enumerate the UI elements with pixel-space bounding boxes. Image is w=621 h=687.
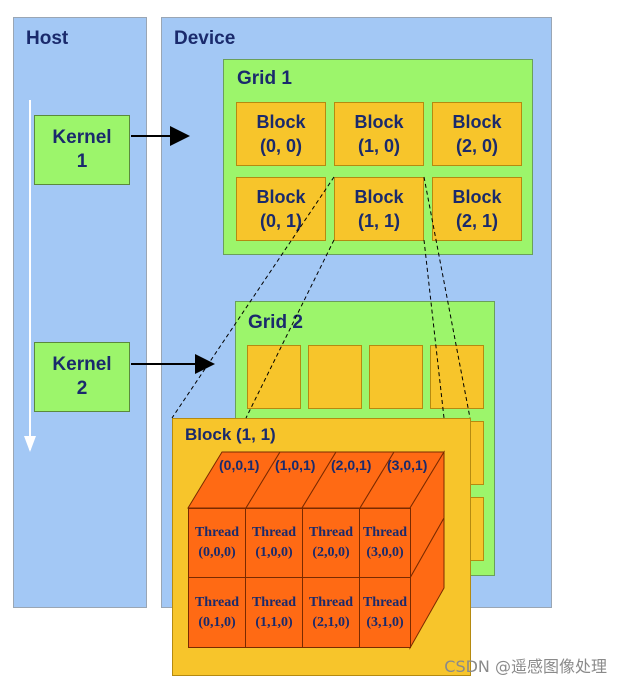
watermark: CSDN @遥感图像处理 [444,657,607,676]
kernel-1-number: 1 [76,151,88,172]
thread-top-label: (1,0,1) [275,457,316,473]
thread-index: (2,1,0) [312,614,350,630]
kernel-2-number: 2 [76,378,88,399]
grid-1-block-1-1: Block (1, 1) [334,177,424,241]
grid-1-block-1-0: Block (1, 0) [334,102,424,166]
thread-0-1-0: Thread (0,1,0) [188,577,246,648]
block-label: Block [354,187,404,207]
zoom-line [423,176,471,419]
block-label: Block [256,187,306,207]
block-label: Block [256,112,306,132]
thread-index: (3,1,0) [366,614,404,630]
grid-1-block-0-0: Block (0, 0) [236,102,326,166]
thread-top-label: (0,0,1) [219,457,260,473]
thread-index: (3,0,0) [366,545,404,560]
thread-label: Thread [362,594,408,610]
thread-label: Thread [362,525,408,540]
thread-label: Thread [308,594,354,610]
host-title: Host [26,28,69,49]
thread-0-0-0: Thread (0,0,0) [188,508,246,578]
thread-label: Thread [308,525,354,540]
block-detail-title: Block (1, 1) [185,425,276,444]
thread-2-1-0: Thread (2,1,0) [302,577,360,648]
cube-top-faces [187,451,445,509]
thread-top-label: (2,0,1) [331,457,372,473]
block-index: (2, 0) [455,136,498,156]
grid-2-block [308,345,362,409]
thread-1-1-0: Thread (1,1,0) [245,577,303,648]
thread-index: (2,0,0) [312,545,350,560]
thread-label: Thread [251,525,297,540]
thread-label: Thread [194,525,240,540]
block-index: (0, 1) [259,211,302,231]
grid-2-block [430,345,484,409]
thread-index: (0,1,0) [198,614,236,630]
kernel-1-label: Kernel [52,127,112,148]
kernel-2-label: Kernel [52,354,112,375]
zoom-dashed-lines [171,176,471,419]
thread-3-1-0: Thread (3,1,0) [359,577,411,648]
host-timeline-arrowhead [24,436,36,452]
thread-1-0-0: Thread (1,0,0) [245,508,303,578]
thread-3-0-0: Thread (3,0,0) [359,508,411,578]
grid-1-block-2-0: Block (2, 0) [432,102,522,166]
kernel-1-box: Kernel 1 [34,115,130,185]
thread-index: (0,0,0) [198,545,236,560]
thread-index: (1,1,0) [255,614,293,630]
thread-index: (1,0,0) [255,545,293,560]
thread-label: Thread [194,594,240,610]
grid-2-title: Grid 2 [248,312,303,333]
grid-2-block [369,345,423,409]
thread-top-label: (3,0,1) [387,457,428,473]
block-label: Block [452,112,502,132]
zoom-line [171,176,335,419]
grid-1-title: Grid 1 [237,68,292,89]
block-index: (1, 1) [357,211,400,231]
block-index: (1, 0) [357,136,400,156]
grid-1-block-2-1: Block (2, 1) [432,177,522,241]
kernel-2-box: Kernel 2 [34,342,130,412]
thread-label: Thread [251,594,297,610]
block-index: (2, 1) [455,211,498,231]
zoom-line [423,239,445,419]
block-label: Block [452,187,502,207]
device-title: Device [174,28,236,49]
grid-1-block-0-1: Block (0, 1) [236,177,326,241]
block-label: Block [354,112,404,132]
zoom-line [245,239,335,419]
block-index: (0, 0) [259,136,302,156]
